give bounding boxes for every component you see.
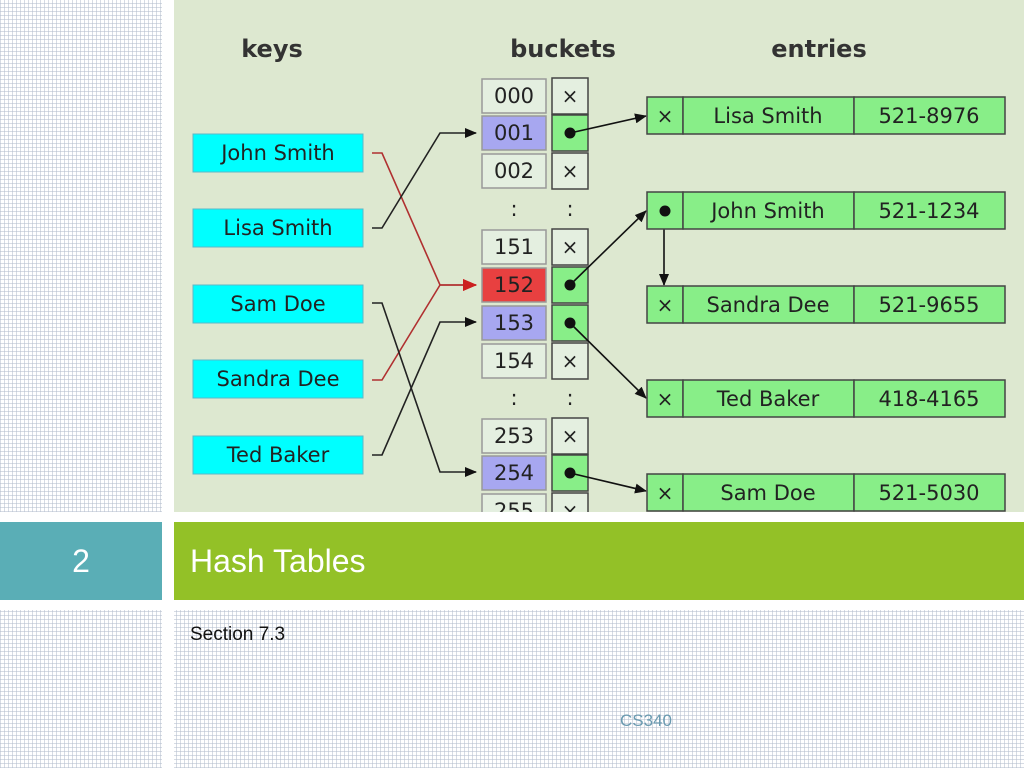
svg-text:Ted Baker: Ted Baker [226, 443, 330, 467]
entry-sam-doe: × Sam Doe 521-5030 [646, 473, 1006, 512]
null-icon: × [562, 499, 579, 512]
null-icon: × [657, 104, 674, 128]
band-separator-bottom [0, 600, 1024, 610]
svg-text:253: 253 [494, 424, 534, 448]
svg-text:418-4165: 418-4165 [878, 387, 979, 411]
key-sam-doe: Sam Doe [192, 284, 364, 324]
entries-header: entries [771, 35, 866, 63]
buckets-header: buckets [510, 35, 616, 63]
svg-text:Lisa Smith: Lisa Smith [223, 216, 332, 240]
entry-sandra-dee: × Sandra Dee 521-9655 [646, 285, 1006, 324]
entry-john-smith: John Smith 521-1234 [646, 191, 1006, 230]
bucket-255: 255 [481, 493, 547, 512]
entry-lisa-smith: × Lisa Smith 521-8976 [646, 96, 1006, 135]
svg-text:John Smith: John Smith [709, 199, 825, 223]
null-icon: × [562, 235, 579, 259]
key-john-smith: John Smith [192, 133, 364, 173]
slide-subtitle: Section 7.3 [190, 624, 286, 645]
null-icon: × [562, 424, 579, 448]
svg-text:521-5030: 521-5030 [878, 481, 979, 505]
null-icon: × [657, 293, 674, 317]
svg-text:000: 000 [494, 84, 534, 108]
bucket-ellipsis-1: : [510, 197, 517, 221]
null-icon: × [562, 84, 579, 108]
band-separator-top [0, 512, 1024, 522]
svg-text:Sam Doe: Sam Doe [720, 481, 815, 505]
key-lisa-smith: Lisa Smith [192, 208, 364, 248]
svg-text:151: 151 [494, 235, 534, 259]
pointer-dot-icon [659, 205, 671, 217]
svg-text:Ted Baker: Ted Baker [716, 387, 820, 411]
slide-footer: CS340 [620, 711, 672, 730]
null-icon: × [657, 387, 674, 411]
bucket-pointers: × × : × × : × × [551, 77, 589, 512]
bucket-153: 153 [481, 305, 547, 341]
key-ted-baker: Ted Baker [192, 435, 364, 475]
bucket-ellipsis-2: : [510, 386, 517, 410]
bucket-253: 253 [481, 418, 547, 454]
svg-text:521-1234: 521-1234 [878, 199, 979, 223]
svg-text:John Smith: John Smith [219, 141, 335, 165]
bucket-154: 154 [481, 343, 547, 379]
slide-number: 2 [0, 522, 162, 600]
svg-text:001: 001 [494, 121, 534, 145]
slide-title: Hash Tables [190, 542, 366, 579]
bucket-151: 151 [481, 229, 547, 265]
svg-text:154: 154 [494, 349, 534, 373]
svg-text:255: 255 [494, 499, 534, 512]
key-sandra-dee: Sandra Dee [192, 359, 364, 399]
svg-text:254: 254 [494, 461, 534, 485]
svg-text:521-8976: 521-8976 [878, 104, 979, 128]
bucket-001: 001 [481, 115, 547, 151]
svg-text:Sandra Dee: Sandra Dee [706, 293, 829, 317]
svg-text:Lisa Smith: Lisa Smith [713, 104, 822, 128]
bucket-152: 152 [481, 267, 547, 303]
svg-text:521-9655: 521-9655 [878, 293, 979, 317]
svg-text:153: 153 [494, 311, 534, 335]
svg-text:Sandra Dee: Sandra Dee [216, 367, 339, 391]
svg-text:152: 152 [494, 273, 534, 297]
left-gutter [162, 0, 174, 768]
null-icon: × [657, 481, 674, 505]
bucket-002: 002 [481, 153, 547, 189]
pointer-ellipsis-2: : [566, 386, 573, 410]
bucket-000: 000 [481, 78, 547, 114]
svg-text:Sam Doe: Sam Doe [230, 292, 325, 316]
svg-text:002: 002 [494, 159, 534, 183]
hash-arrows [372, 128, 477, 477]
entry-ted-baker: × Ted Baker 418-4165 [646, 379, 1006, 418]
null-icon: × [562, 349, 579, 373]
bucket-254: 254 [481, 455, 547, 491]
hash-table-diagram: keys buckets entries John Smith Lisa Smi… [174, 0, 1024, 512]
keys-header: keys [241, 35, 303, 63]
pointer-ellipsis-1: : [566, 197, 573, 221]
null-icon: × [562, 159, 579, 183]
slide-title-bar: Hash Tables [174, 522, 1024, 600]
